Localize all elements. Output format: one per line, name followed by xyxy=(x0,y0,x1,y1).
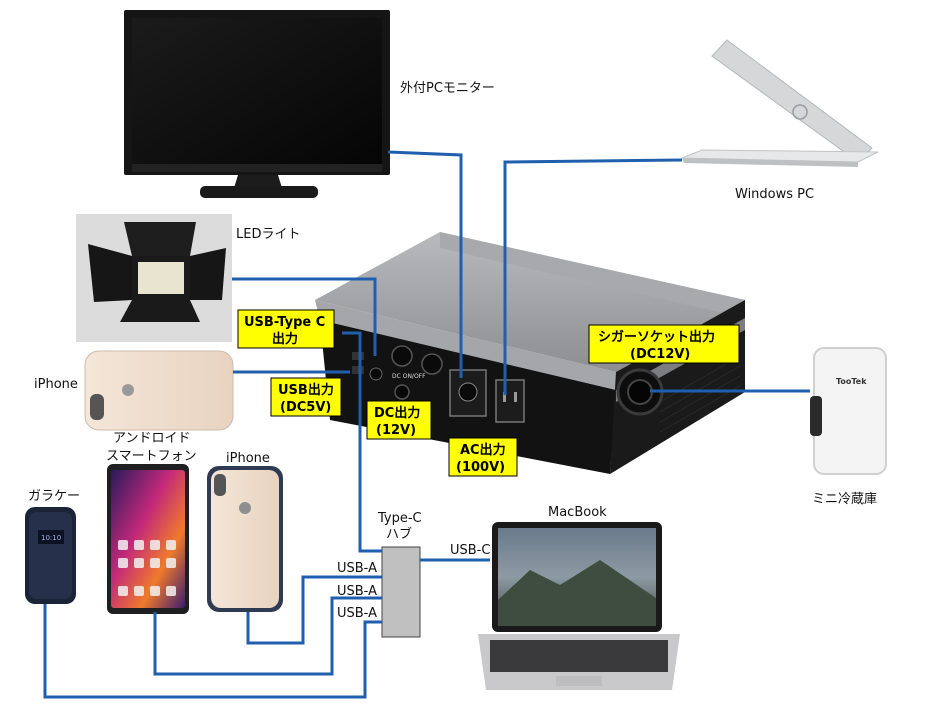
wires xyxy=(43,150,810,699)
svg-text:(12V): (12V) xyxy=(376,423,416,438)
wire-iphone-hub xyxy=(246,575,382,645)
iphone-portrait xyxy=(207,466,283,612)
flip-phone: 10:10 xyxy=(25,507,76,604)
macbook xyxy=(478,522,680,690)
svg-text:USB出力: USB出力 xyxy=(278,382,334,398)
label-ac-output: AC出力 (100V) xyxy=(448,437,518,477)
android-phone xyxy=(107,464,189,614)
label-usb-output: USB出力 (DC5V) xyxy=(270,377,342,417)
fridge-brand: TooTek xyxy=(836,377,867,386)
usb-c-label: USB-C xyxy=(450,543,490,558)
svg-text:出力: 出力 xyxy=(272,331,298,347)
label-dc-output: DC出力 (12V) xyxy=(366,400,432,440)
iphone-left-label: iPhone xyxy=(34,377,78,392)
wire-led-dc xyxy=(232,277,377,356)
svg-text:(DC12V): (DC12V) xyxy=(630,347,690,362)
led-light xyxy=(76,214,232,342)
wire-android-hub xyxy=(153,596,382,676)
garakei-label: ガラケー xyxy=(28,489,80,504)
macbook-label: MacBook xyxy=(548,505,607,520)
svg-text:USB-Type C: USB-Type C xyxy=(244,315,325,330)
hub-label-1: Type-C xyxy=(377,511,422,526)
mini-fridge-label: ミニ冷蔵庫 xyxy=(812,492,877,507)
iphone-bottom-label: iPhone xyxy=(226,451,270,466)
monitor-label: 外付PCモニター xyxy=(400,81,495,96)
hub-label-2: ハブ xyxy=(386,526,412,542)
monitor xyxy=(124,10,390,198)
iphone-landscape xyxy=(84,350,234,431)
wire-hub-typec xyxy=(342,331,382,553)
wire-monitor-ac xyxy=(387,150,463,378)
type-c-hub xyxy=(381,546,421,638)
android-label-1: アンドロイド xyxy=(113,431,190,446)
flip-phone-time: 10:10 xyxy=(41,534,61,542)
svg-text:(100V): (100V) xyxy=(456,460,505,475)
wire-garakei-hub xyxy=(43,604,382,699)
windows-laptop xyxy=(681,39,879,167)
svg-text:AC出力: AC出力 xyxy=(460,442,506,458)
led-light-label: LEDライト xyxy=(236,227,300,242)
svg-text:DC ON/OFF: DC ON/OFF xyxy=(392,373,426,380)
label-usb-type-c: USB-Type C 出力 xyxy=(237,309,335,349)
mini-fridge: TooTek xyxy=(810,347,887,475)
svg-text:DC出力: DC出力 xyxy=(374,405,420,421)
svg-text:シガーソケット出力: シガーソケット出力 xyxy=(598,329,715,345)
android-label-2: スマートフォン xyxy=(106,449,197,464)
windows-pc-label: Windows PC xyxy=(735,187,814,202)
wire-windows-ac xyxy=(503,158,683,395)
usb-a-label-1: USB-A xyxy=(337,561,377,576)
svg-text:(DC5V): (DC5V) xyxy=(280,400,331,415)
usb-a-label-3: USB-A xyxy=(337,606,377,621)
usb-a-label-2: USB-A xyxy=(337,584,377,599)
label-cigar-output: シガーソケット出力 (DC12V) xyxy=(588,324,740,364)
